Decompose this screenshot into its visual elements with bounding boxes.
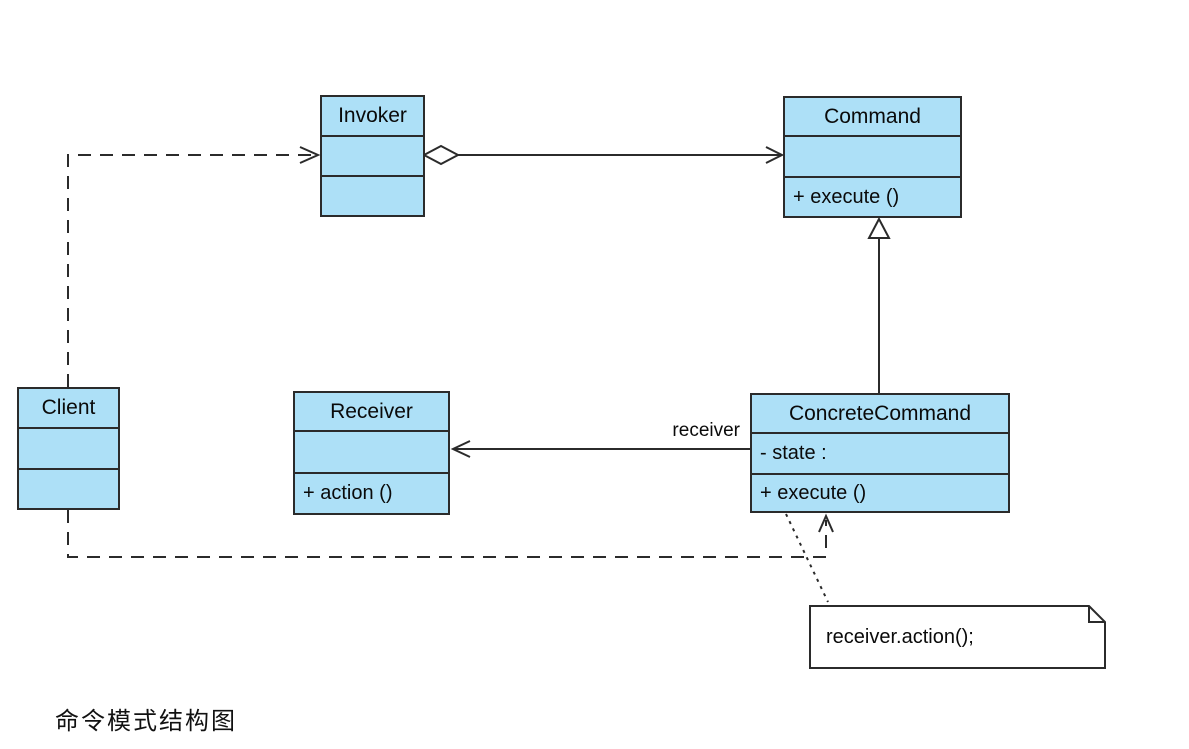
class-concrete-command: ConcreteCommand - state : + execute ()	[750, 393, 1010, 513]
aggregation-invoker-command-arrowhead	[765, 146, 785, 164]
class-command-name: Command	[824, 104, 921, 128]
class-client-attributes	[19, 427, 118, 468]
dependency-client-concretecommand-line	[67, 510, 827, 558]
class-command-attributes	[785, 135, 960, 176]
class-command-operations: + execute ()	[785, 176, 960, 216]
class-concrete-command-name: ConcreteCommand	[788, 401, 972, 425]
class-invoker-name: Invoker	[338, 104, 407, 127]
dependency-client-invoker-arrowhead	[299, 146, 321, 164]
class-receiver: Receiver + action ()	[293, 391, 450, 515]
aggregation-diamond	[421, 144, 461, 166]
association-receiver-arrowhead	[450, 440, 471, 458]
diagram-caption: 命令模式结构图	[55, 707, 237, 735]
class-command: Command + execute ()	[783, 96, 962, 218]
note-text: receiver.action();	[826, 625, 974, 648]
dependency-client-concretecommand-arrowhead	[818, 513, 834, 533]
dependency-client-invoker-line	[67, 154, 314, 387]
class-concrete-command-attributes: - state :	[752, 432, 1008, 473]
class-client: Client	[17, 387, 120, 510]
association-role-label: receiver	[672, 420, 740, 441]
class-receiver-name: Receiver	[330, 399, 413, 423]
note-shape	[809, 605, 1106, 669]
class-client-name: Client	[41, 396, 96, 419]
note-anchor-line	[785, 513, 829, 603]
class-invoker-operations	[322, 175, 423, 215]
class-receiver-operations: + action ()	[295, 472, 448, 513]
class-receiver-attributes	[295, 430, 448, 472]
class-invoker-attributes	[322, 135, 423, 175]
class-concrete-command-operations: + execute ()	[752, 473, 1008, 511]
class-client-operations	[19, 468, 118, 508]
note-fold-corner	[1088, 606, 1105, 623]
generalization-triangle	[867, 216, 891, 239]
class-invoker: Invoker	[320, 95, 425, 217]
